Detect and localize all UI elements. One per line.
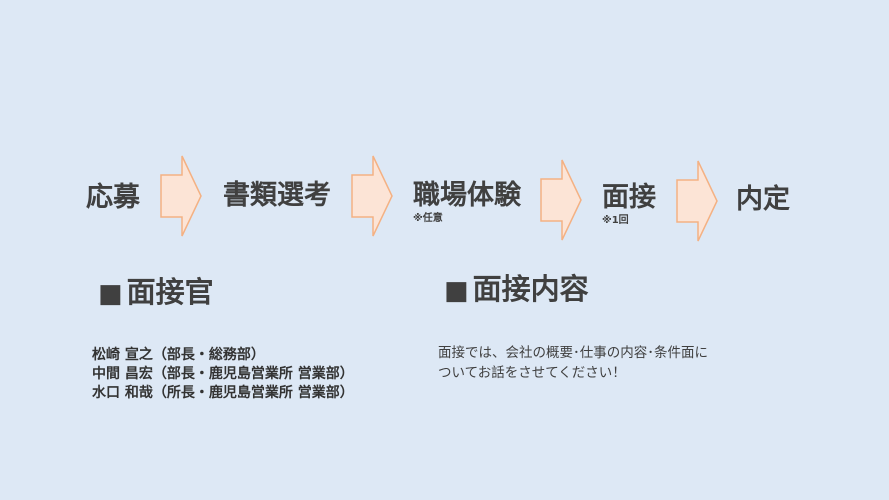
step-apply: 応募 [86, 182, 140, 213]
arrow-right-icon [160, 155, 202, 237]
arrow-right-icon [351, 155, 393, 237]
interview-content-heading: ■面接内容 [444, 272, 589, 306]
arrow-right-icon [676, 160, 718, 242]
interviewers-heading: ■面接官 [98, 275, 214, 309]
square-bullet-icon: ■ [98, 279, 123, 309]
step-offer: 内定 [736, 184, 790, 215]
description-line: 面接では、会社の概要･仕事の内容･条件面に [438, 345, 708, 361]
step-interview: 面接 [602, 182, 656, 213]
step-workplace-experience: 職場体験 [413, 180, 521, 211]
list-item: 中間 昌宏（部長・鹿児島営業所 営業部） [92, 366, 354, 382]
step-document-screening: 書類選考 [223, 180, 331, 211]
list-item: 水口 和哉（所長・鹿児島営業所 営業部） [92, 385, 354, 401]
interviewers-title: 面接官 [126, 275, 214, 309]
arrow-right-icon [540, 159, 582, 241]
interviewer-list: 松崎 宣之（部長・総務部） 中間 昌宏（部長・鹿児島営業所 営業部） 水口 和哉… [92, 346, 354, 403]
step-note-once: ※1回 [602, 215, 629, 226]
description-line: ついてお話をさせてください！ [438, 365, 626, 381]
interview-content-description: 面接では、会社の概要･仕事の内容･条件面に ついてお話をさせてください！ [438, 343, 708, 383]
step-note-optional: ※任意 [413, 213, 443, 224]
list-item: 松崎 宣之（部長・総務部） [92, 347, 265, 363]
square-bullet-icon: ■ [444, 276, 469, 306]
interview-content-title: 面接内容 [472, 272, 589, 306]
